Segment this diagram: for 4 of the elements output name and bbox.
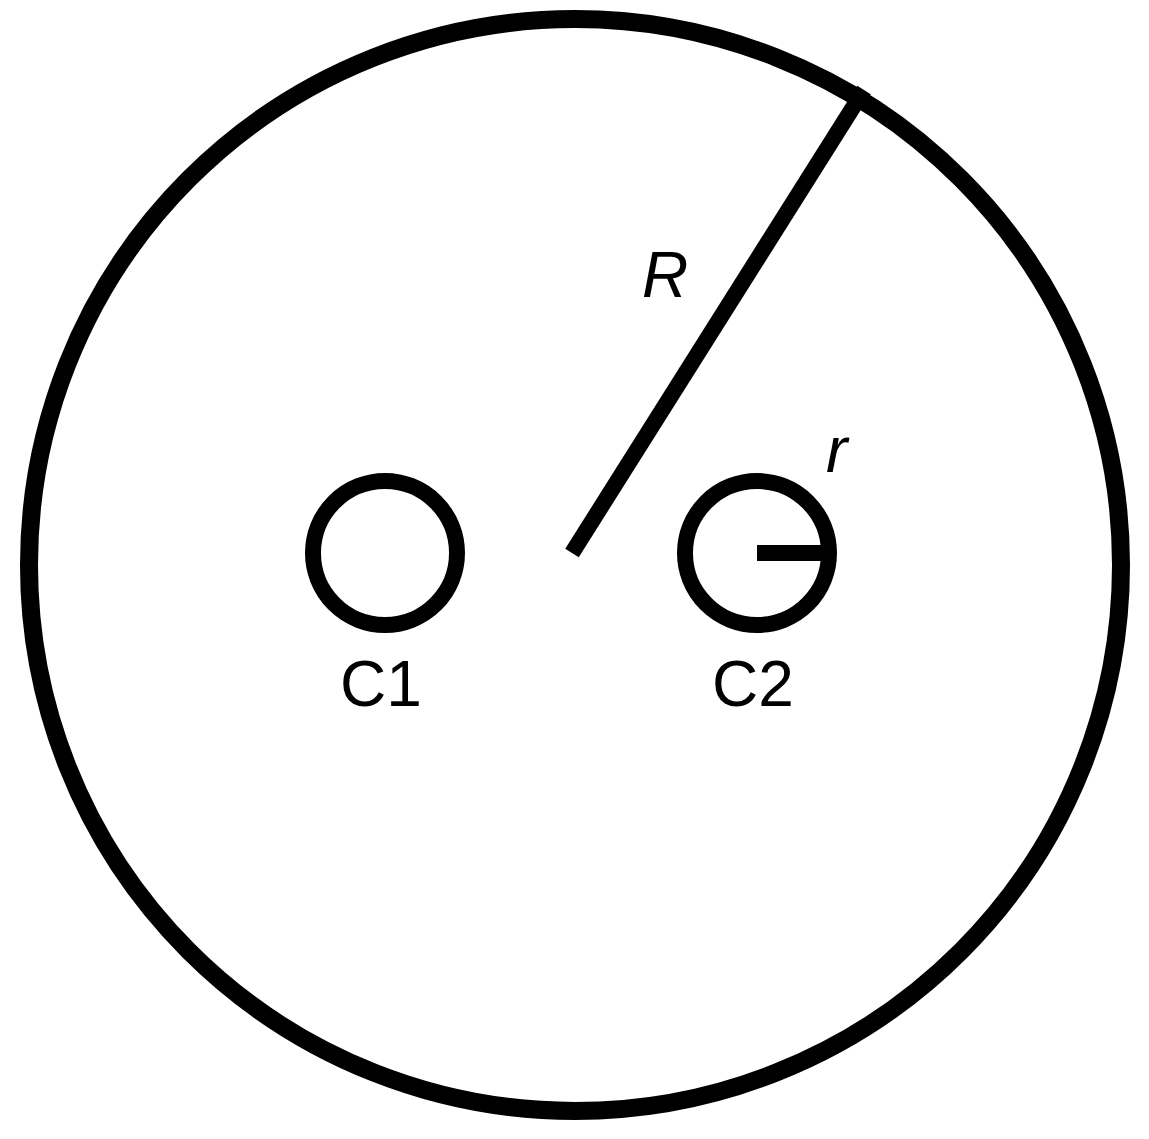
circle-label: C1	[340, 652, 422, 716]
circle-label: C2	[712, 652, 794, 716]
dimension-label: r	[826, 418, 848, 482]
dimension-label: R	[642, 243, 689, 307]
